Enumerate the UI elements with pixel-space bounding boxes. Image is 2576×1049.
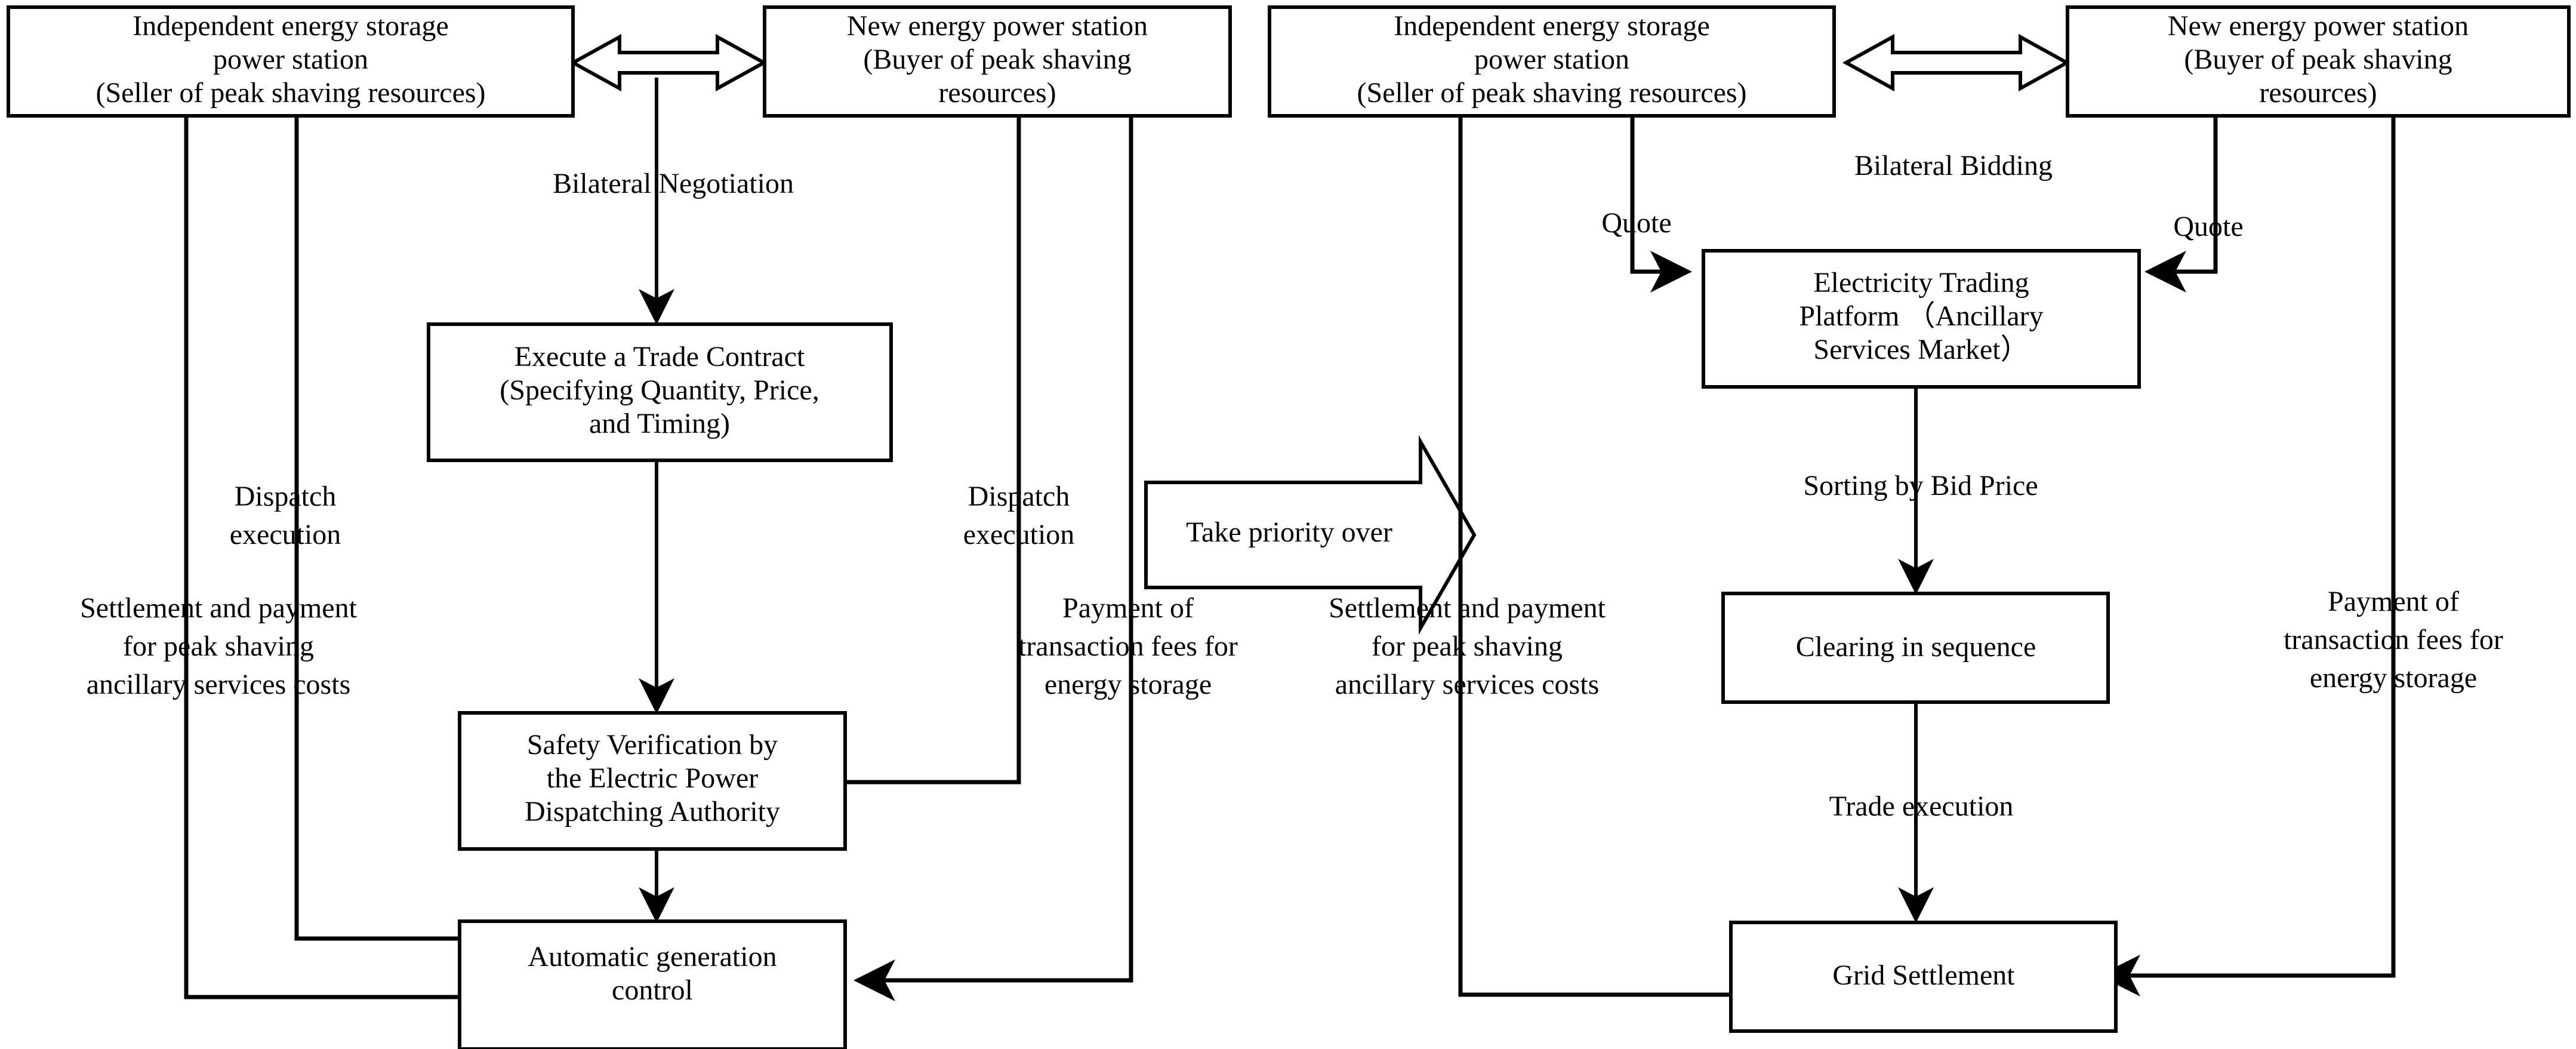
box-line: the Electric Power	[547, 762, 759, 794]
take-priority-over-arrow	[1144, 435, 1477, 635]
label-dispatch-execution-mid-2: execution	[963, 519, 1075, 550]
label-bilateral-negotiation: Bilateral Negotiation	[553, 168, 794, 199]
box-automatic-generation-control[interactable]: Automatic generation control	[458, 919, 847, 1049]
box-trade-contract[interactable]: Execute a Trade Contract (Specifying Qua…	[427, 322, 893, 462]
connector-safety-to-new-energy-station	[845, 63, 1040, 785]
box-line: (Seller of peak shaving resources)	[1357, 77, 1746, 109]
box-line: resources)	[2259, 77, 2377, 109]
label-dispatch-execution-left: Dispatch	[235, 481, 337, 512]
label-settlement-left-1: Settlement and payment	[80, 592, 358, 624]
label-settlement-left-3: ancillary services costs	[87, 669, 351, 700]
label-bilateral-bidding: Bilateral Bidding	[1854, 150, 2053, 182]
label-payment-fees-mid-2: transaction fees for	[1018, 630, 1238, 662]
bidirectional-arrow-left	[569, 33, 768, 92]
box-line: (Buyer of peak shaving	[863, 44, 1131, 75]
box-electricity-trading-platform[interactable]: Electricity Trading Platform （Ancillary …	[1702, 249, 2141, 389]
box-line: Independent energy storage	[1394, 10, 1710, 42]
connector-agc-to-storage-dispatch	[276, 63, 461, 941]
box-storage-station-left[interactable]: Independent energy storage power station…	[7, 5, 575, 118]
box-line: resources)	[938, 77, 1056, 109]
box-line: Safety Verification by	[527, 729, 778, 761]
box-line: Dispatching Authority	[525, 796, 780, 827]
box-new-energy-station-left[interactable]: New energy power station (Buyer of peak …	[763, 5, 1232, 118]
box-line: and Timing)	[589, 408, 730, 439]
box-clearing-in-sequence[interactable]: Clearing in sequence	[1721, 592, 2110, 704]
box-grid-settlement[interactable]: Grid Settlement	[1729, 921, 2118, 1033]
label-dispatch-execution-left-2: execution	[230, 519, 341, 550]
box-line: control	[612, 974, 693, 1006]
box-storage-station-right[interactable]: Independent energy storage power station…	[1268, 5, 1836, 118]
connector-new-energy-to-agc	[853, 57, 1133, 1001]
connector-settlement-to-storage-right	[1440, 63, 1735, 997]
box-line: Grid Settlement	[1832, 959, 2015, 991]
label-quote-left: Quote	[1601, 207, 1671, 239]
label-payment-fees-right-3: energy storage	[2310, 662, 2477, 694]
label-settlement-right-2: for peak shaving	[1372, 630, 1563, 662]
box-line: Execute a Trade Contract	[514, 341, 805, 373]
label-payment-fees-right-1: Payment of	[2328, 586, 2459, 617]
connector-new-energy-quote-to-platform	[2144, 64, 2218, 293]
box-line: Clearing in sequence	[1796, 631, 2036, 663]
label-sorting-by-bid-price: Sorting by Bid Price	[1803, 470, 2038, 502]
label-take-priority-over: Take priority over	[1186, 516, 1392, 548]
box-line: Automatic generation	[528, 941, 777, 973]
box-line: Platform （Ancillary	[1799, 300, 2043, 332]
box-safety-verification[interactable]: Safety Verification by the Electric Powe…	[458, 711, 847, 851]
bidirectional-arrow-right	[1842, 33, 2071, 92]
label-quote-right: Quote	[2173, 211, 2243, 242]
label-settlement-right-1: Settlement and payment	[1329, 592, 1606, 624]
connector-storage-quote-to-platform	[1630, 64, 1692, 293]
box-line: power station	[1474, 44, 1629, 75]
label-trade-execution: Trade execution	[1829, 790, 2014, 822]
label-payment-fees-right-2: transaction fees for	[2284, 624, 2503, 656]
box-new-energy-station-right[interactable]: New energy power station (Buyer of peak …	[2066, 5, 2571, 118]
label-dispatch-execution-mid-1: Dispatch	[968, 481, 1070, 512]
box-line: (Specifying Quantity, Price,	[500, 374, 819, 406]
box-line: New energy power station	[2168, 10, 2469, 42]
box-line: (Seller of peak shaving resources)	[95, 77, 485, 109]
box-line: Services Market）	[1813, 334, 2029, 365]
label-settlement-right-3: ancillary services costs	[1335, 669, 1600, 700]
box-line: Electricity Trading	[1813, 267, 2029, 299]
label-payment-fees-mid-3: energy storage	[1044, 669, 1212, 700]
label-payment-fees-mid-1: Payment of	[1062, 592, 1194, 624]
box-line: power station	[213, 44, 368, 75]
box-line: New energy power station	[847, 10, 1148, 42]
box-line: Independent energy storage	[133, 10, 449, 42]
connector-new-energy-to-grid-settlement	[2099, 57, 2396, 996]
box-line: (Buyer of peak shaving	[2184, 44, 2452, 75]
label-settlement-left-2: for peak shaving	[123, 630, 314, 662]
connector-agc-to-storage-settlement	[165, 63, 461, 999]
